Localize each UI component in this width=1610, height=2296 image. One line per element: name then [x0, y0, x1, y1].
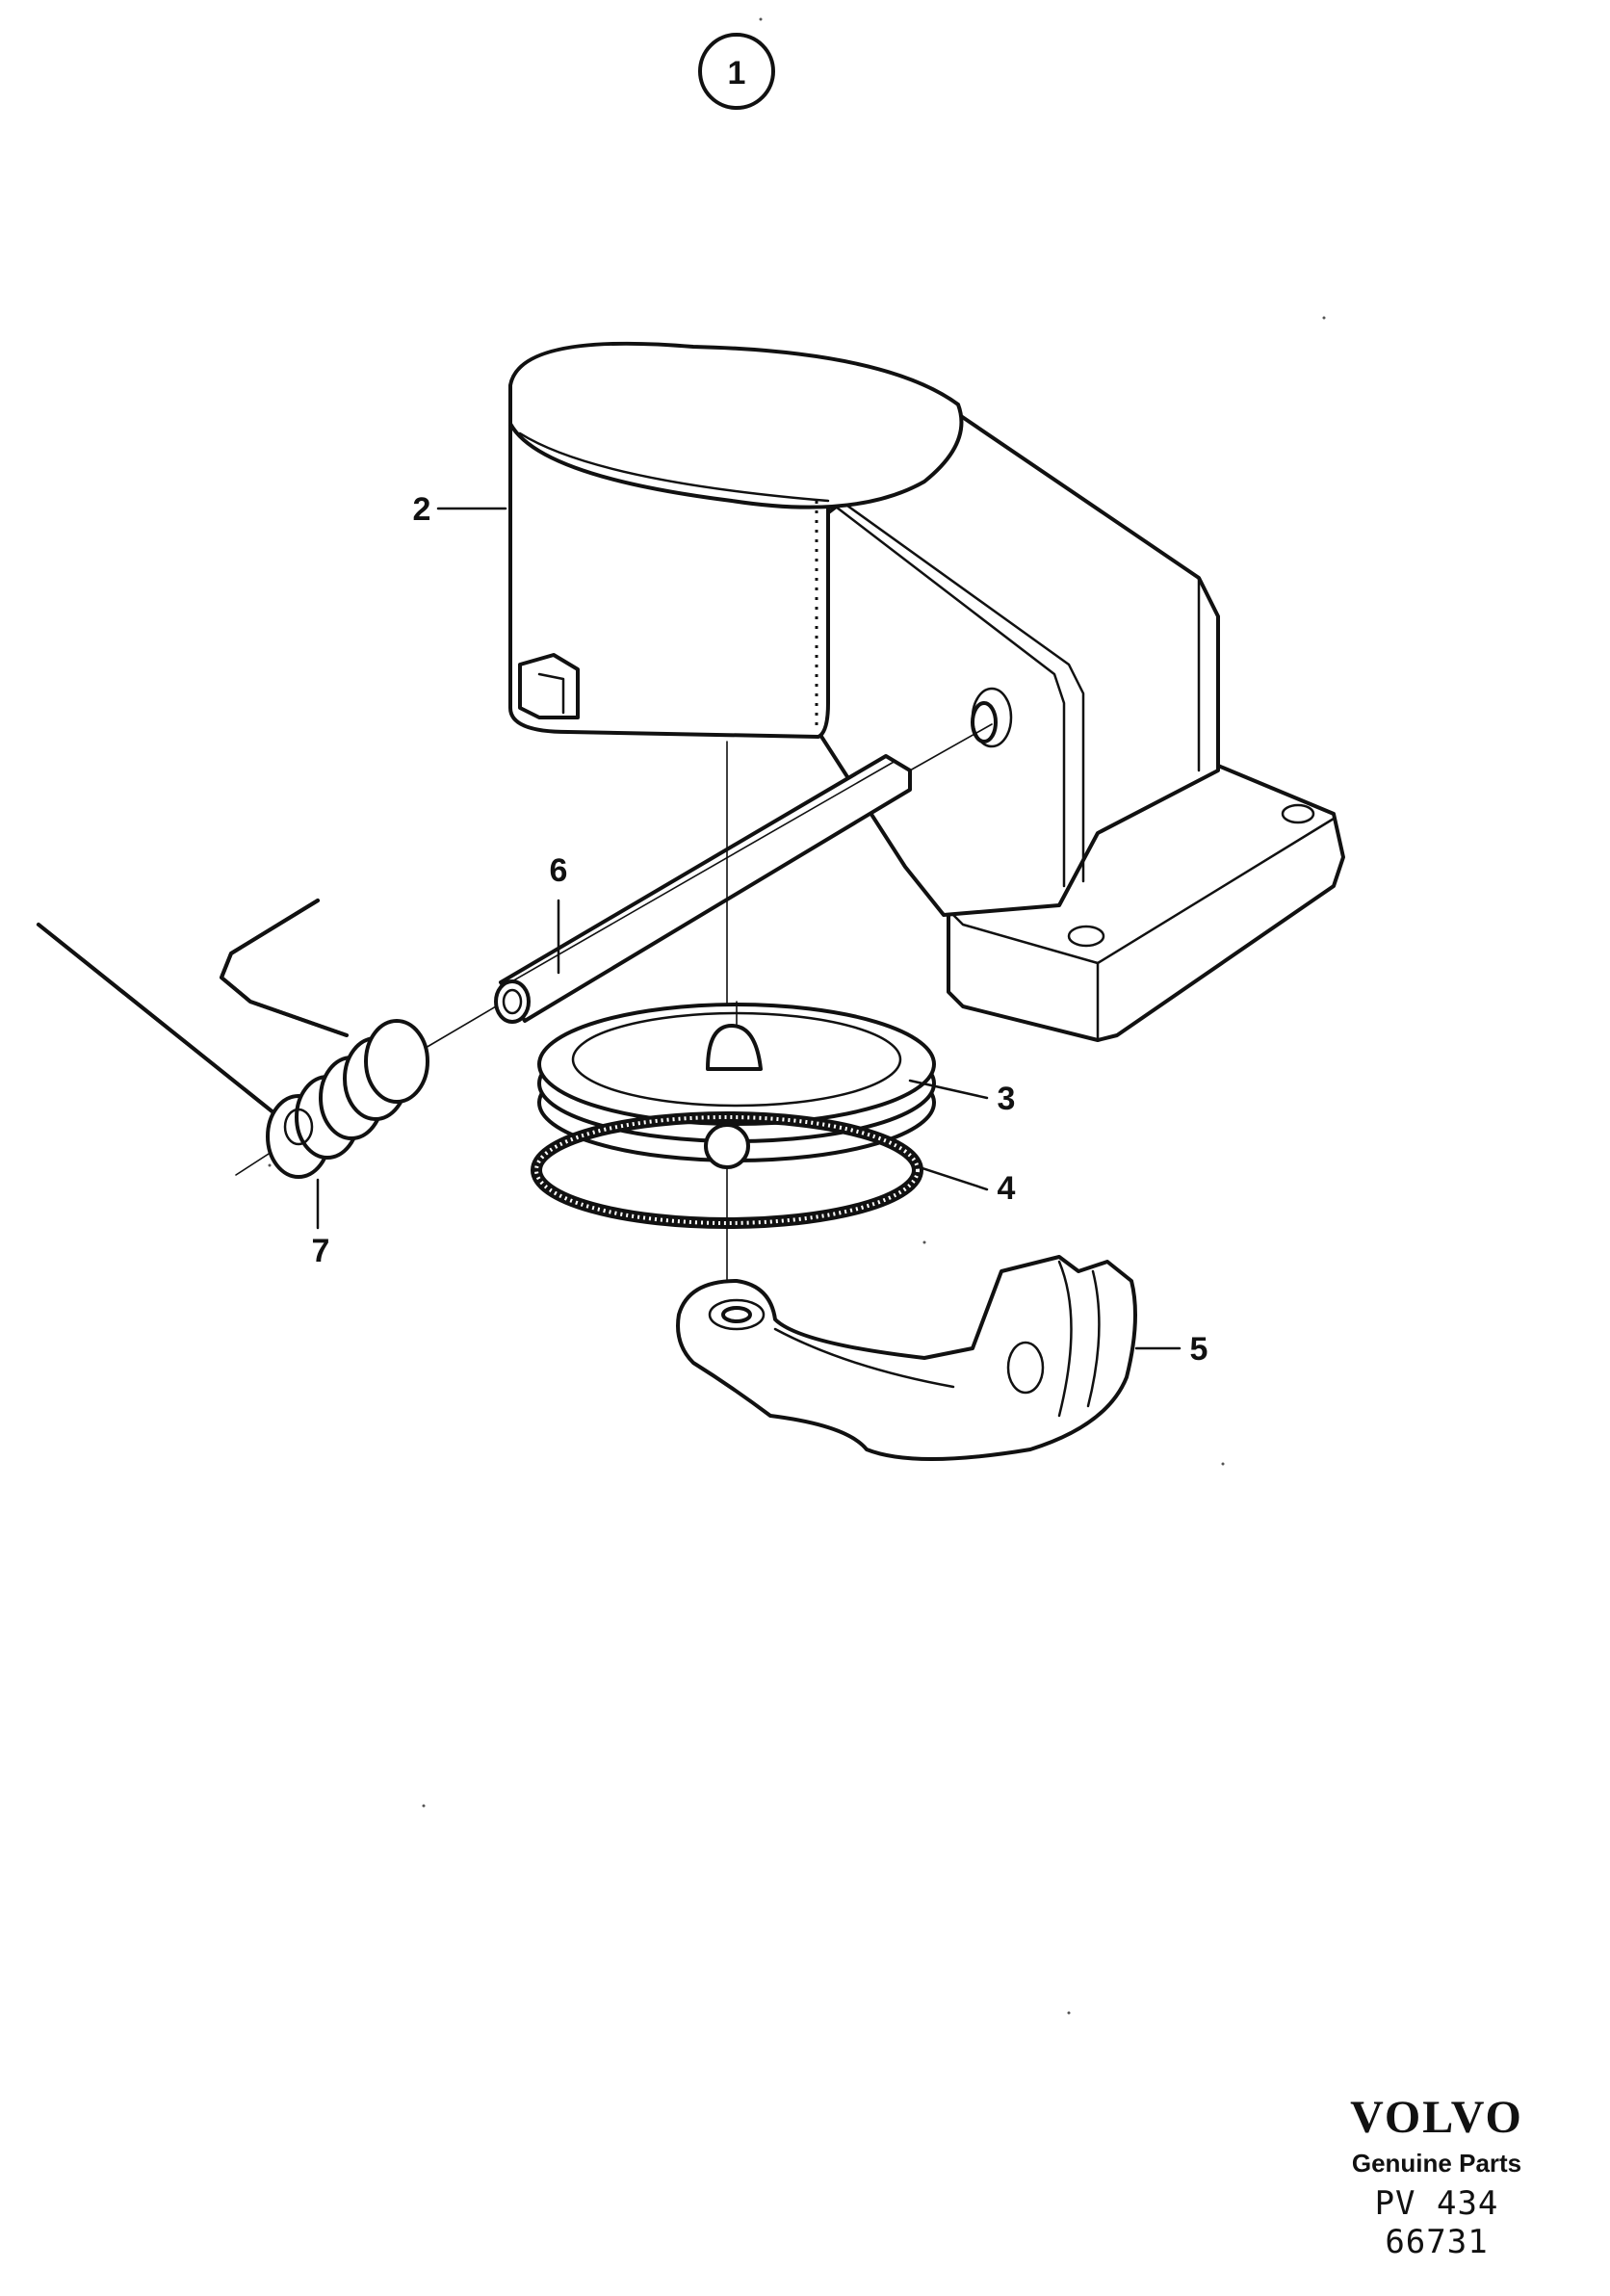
leader-lines [316, 507, 1182, 1350]
part-4-o-ring [531, 1111, 923, 1229]
callout-2: 2 [413, 491, 431, 528]
callout-5: 5 [1190, 1331, 1208, 1368]
part-5-lever [676, 1255, 1137, 1461]
callout-4: 4 [998, 1170, 1016, 1207]
callout-3: 3 [998, 1081, 1016, 1117]
callout-6: 6 [550, 852, 568, 889]
diagram-code: PV 434 66731 [1374, 2184, 1499, 2261]
part-2-housing [508, 341, 1345, 1042]
volvo-logo: VOLVO [1350, 2092, 1523, 2143]
part-7-spring [37, 899, 429, 1179]
part-6-pin [494, 754, 912, 1024]
callout-numbers: 2 6 3 4 5 7 [312, 491, 1208, 1368]
figure-number-marker: 1 [698, 33, 775, 110]
part-3-pulley [537, 1001, 936, 1162]
callout-7: 7 [312, 1233, 330, 1269]
brand-subtitle: Genuine Parts [1351, 2149, 1522, 2178]
figure-number: 1 [728, 55, 746, 91]
scan-speckles [268, 17, 1326, 2015]
brand-block: VOLVO Genuine Parts PV 434 66731 [1321, 2092, 1552, 2262]
